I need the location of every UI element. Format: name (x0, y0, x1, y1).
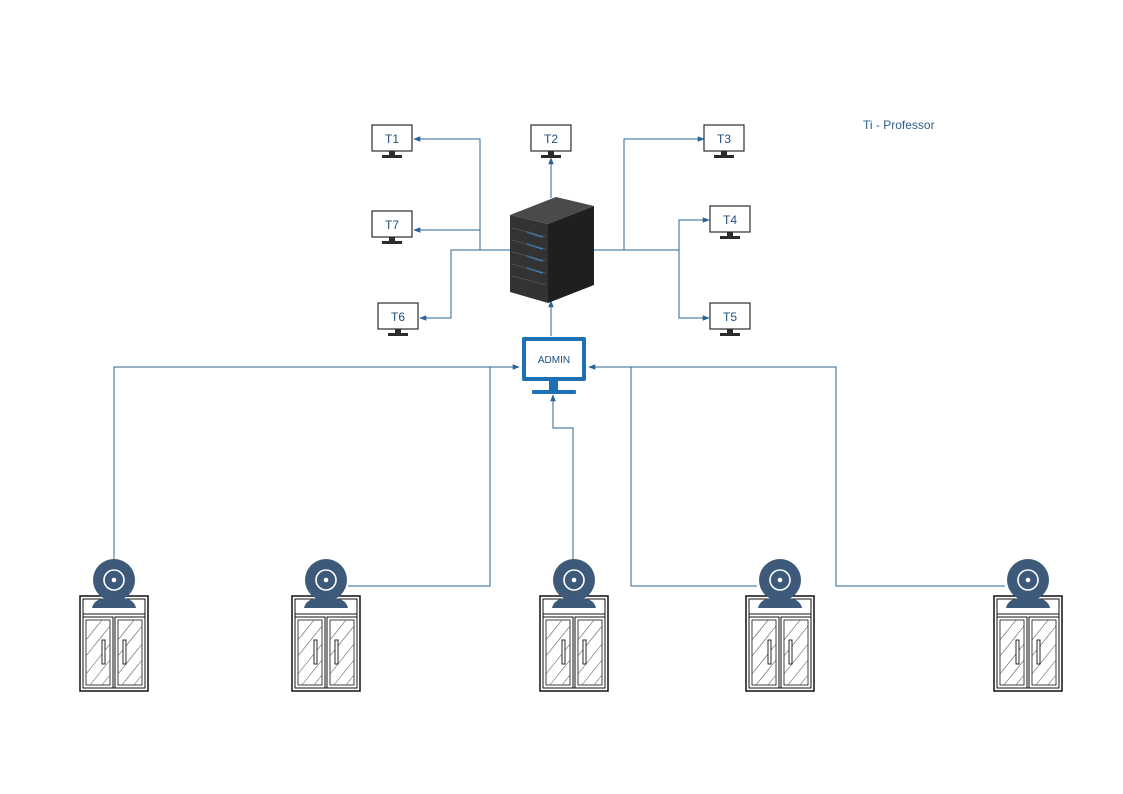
terminal-t5[interactable]: T5 (709, 302, 751, 337)
admin-workstation[interactable]: ADMIN (522, 337, 586, 394)
door-1[interactable] (79, 558, 149, 692)
link-t3 (594, 136, 705, 251)
door-5[interactable] (993, 558, 1063, 692)
terminal-label: T3 (717, 132, 731, 146)
terminal-t3[interactable]: T3 (703, 124, 745, 159)
door-3[interactable] (539, 558, 609, 692)
terminal-t2[interactable]: T2 (530, 124, 572, 159)
link-door-3 (550, 394, 574, 562)
admin-label: ADMIN (538, 355, 570, 366)
webcam-door-icon (79, 558, 149, 692)
server-tower-icon[interactable] (510, 197, 594, 303)
link-t6 (419, 249, 510, 321)
link-t4 (594, 217, 710, 251)
link-door-4 (630, 367, 757, 587)
terminal-t7[interactable]: T7 (371, 210, 413, 245)
terminal-label: T1 (385, 132, 399, 146)
webcam-door-icon (745, 558, 815, 692)
door-4[interactable] (745, 558, 815, 692)
link-door-5 (588, 364, 1005, 587)
link-door-2 (348, 367, 491, 587)
terminal-label: T4 (723, 213, 737, 227)
terminal-label: T5 (723, 310, 737, 324)
webcam-door-icon (993, 558, 1063, 692)
terminal-label: T6 (391, 310, 405, 324)
terminal-t1[interactable]: T1 (371, 124, 413, 159)
terminal-label: T2 (544, 132, 558, 146)
link-t5 (678, 250, 710, 321)
link-door-1 (113, 364, 520, 562)
door-2[interactable] (291, 558, 361, 692)
connector-lines (113, 136, 1005, 587)
legend-text: Ti - Professor (863, 118, 935, 132)
link-t1 (413, 136, 510, 251)
terminal-t6[interactable]: T6 (377, 302, 419, 337)
terminal-label: T7 (385, 218, 399, 232)
terminal-t4[interactable]: T4 (709, 205, 751, 240)
webcam-door-icon (291, 558, 361, 692)
webcam-door-icon (539, 558, 609, 692)
